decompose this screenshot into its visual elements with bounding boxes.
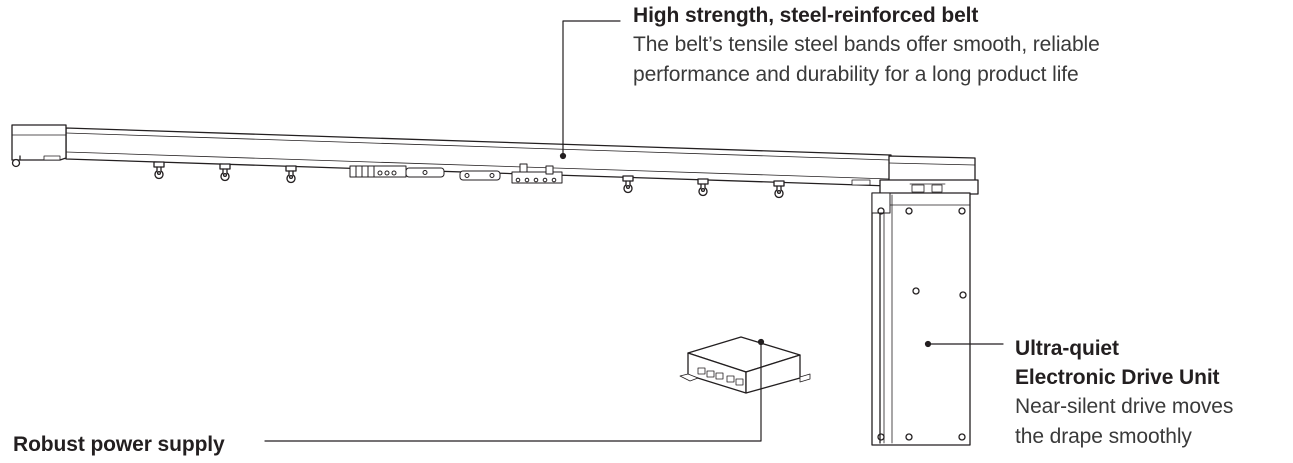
drive-desc-line-1: Near-silent drive moves xyxy=(1015,395,1234,418)
runner-glide xyxy=(773,180,785,199)
belt-title: High strength, steel-reinforced belt xyxy=(633,4,979,27)
leader-lines xyxy=(264,20,1004,442)
belt-leader-dot xyxy=(559,152,567,160)
belt-callout: High strength, steel-reinforced belt The… xyxy=(633,1,1273,90)
belt-desc-line-1: The belt’s tensile steel bands offer smo… xyxy=(633,33,1100,56)
power-leader-dot xyxy=(757,338,765,346)
runner-glide xyxy=(697,178,709,197)
runner-glide xyxy=(622,175,634,194)
left-end-cap xyxy=(11,124,67,168)
belt-leader-line xyxy=(562,20,621,157)
runner-glide xyxy=(153,161,165,180)
master-carrier-right xyxy=(459,163,563,184)
belt-desc-line-2: performance and durability for a long pr… xyxy=(633,63,1079,86)
drive-leader-dot xyxy=(924,340,932,348)
power-supply xyxy=(679,336,811,394)
drive-title-line-1: Ultra-quiet xyxy=(1015,337,1119,360)
drive-title-line-2: Electronic Drive Unit xyxy=(1015,366,1220,389)
runner-glide xyxy=(285,165,297,184)
runner-glides xyxy=(153,161,785,199)
master-carrier-left xyxy=(349,165,445,178)
electronic-drive-unit xyxy=(871,192,971,446)
power-title: Robust power supply xyxy=(13,433,225,456)
drive-desc-line-2: the drape smoothly xyxy=(1015,425,1192,448)
right-end-cap xyxy=(851,155,979,195)
runner-glide xyxy=(219,163,231,182)
power-leader-line xyxy=(264,341,762,442)
power-callout: Robust power supply xyxy=(13,430,253,459)
drive-callout: Ultra-quiet Electronic Drive Unit Near-s… xyxy=(1015,334,1293,452)
